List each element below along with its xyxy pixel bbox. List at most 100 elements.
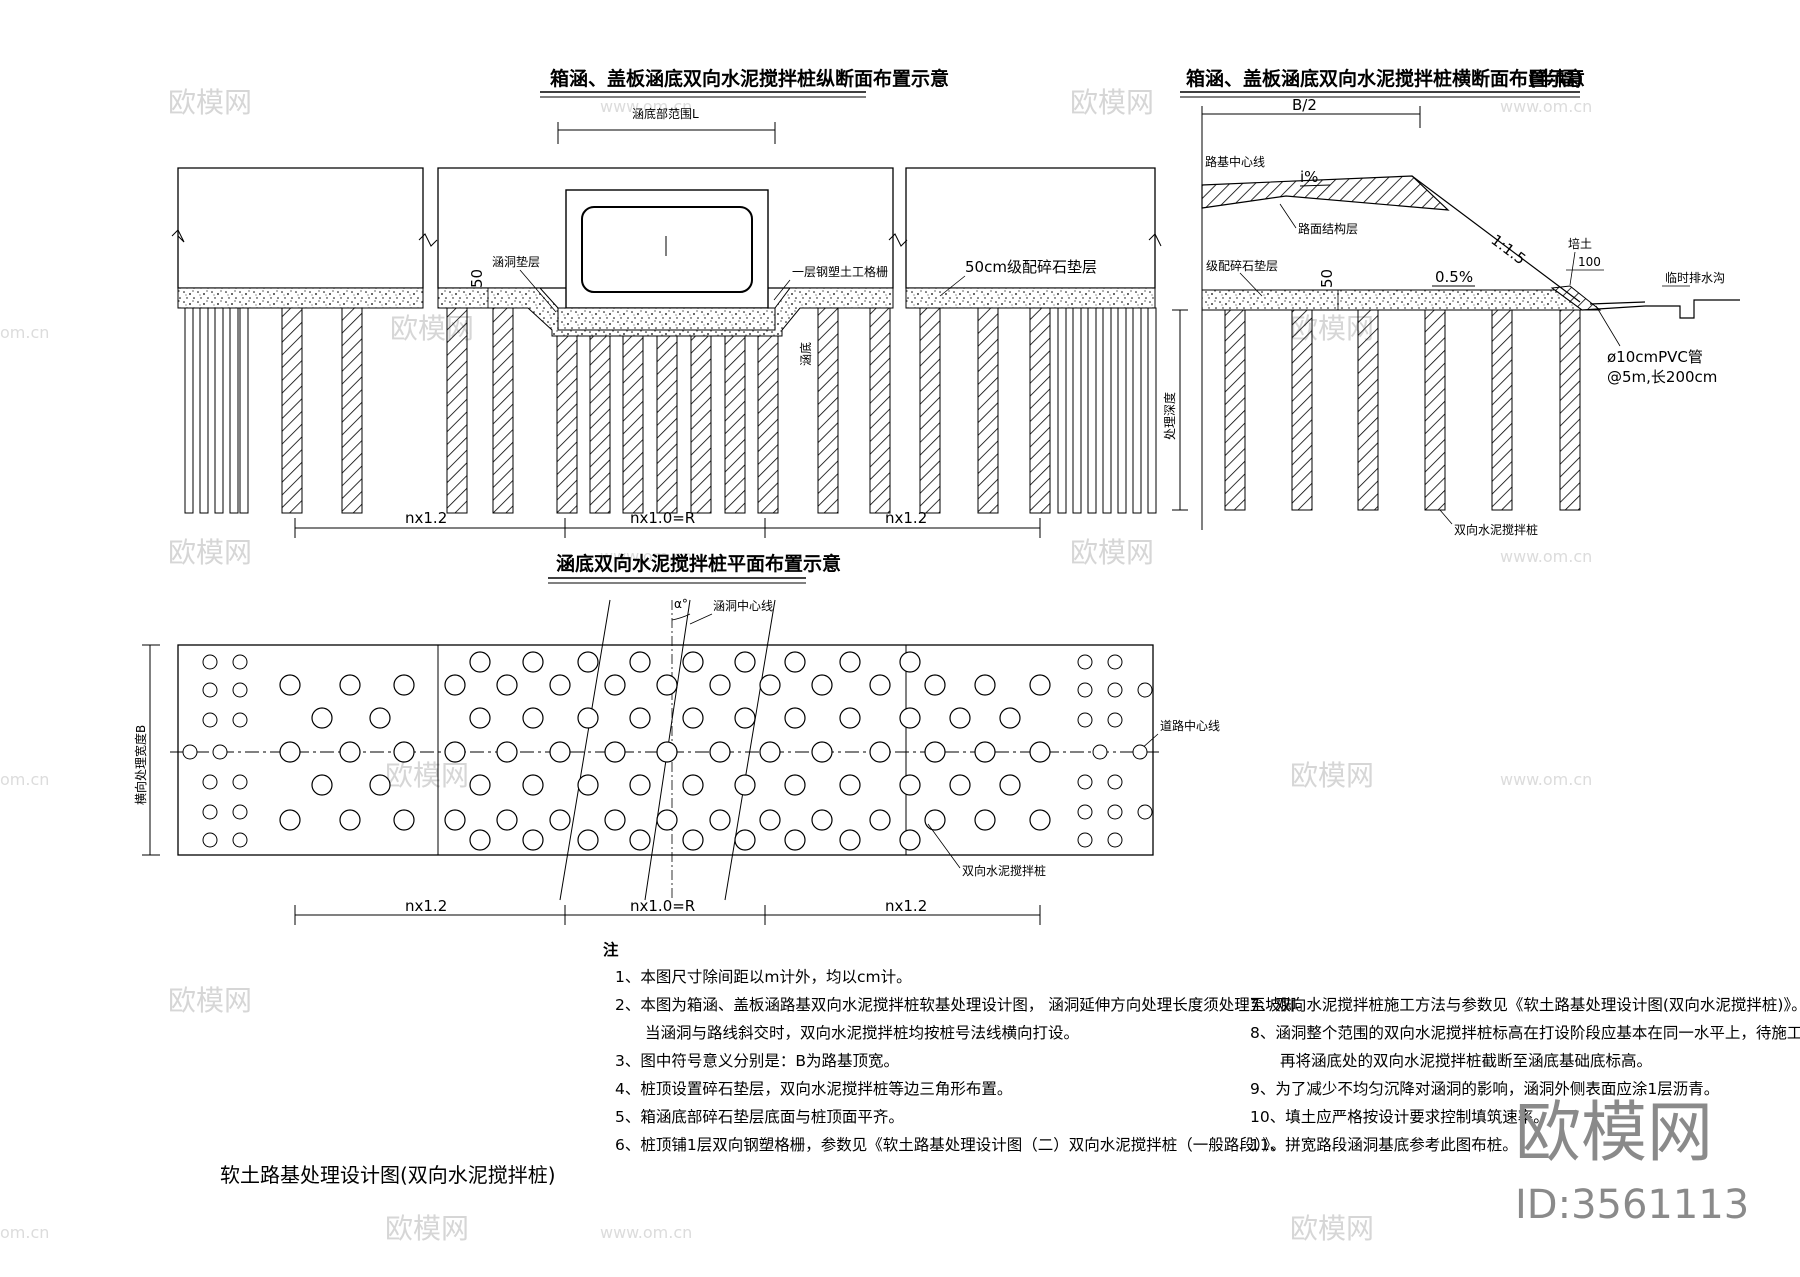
plan-pile — [202, 682, 218, 698]
watermark-layer: 欧模网欧模网欧模网欧模网欧模网欧模网欧模网欧模网欧模网欧模网欧模网www.om.… — [0, 86, 1592, 1245]
plan-pile — [734, 829, 756, 851]
plan-pile — [899, 707, 921, 729]
plan-pile — [444, 741, 466, 763]
brand-watermark: 欧模网 — [1515, 1094, 1713, 1171]
gravel-layer-label: 50cm级配碎石垫层 — [965, 258, 1097, 276]
watermark-url: www.om.cn — [1500, 547, 1592, 566]
plan-title: 涵底双向水泥搅拌桩平面布置示意 — [556, 552, 841, 575]
plan-pile — [393, 674, 415, 696]
plan-pile — [369, 774, 391, 796]
plan-pile — [339, 741, 361, 763]
watermark-url-partial: om.cn — [0, 770, 49, 789]
plan-pile — [279, 741, 301, 763]
plan-pile — [577, 829, 599, 851]
plan-pile — [1137, 804, 1153, 820]
plan-pile — [311, 774, 333, 796]
plan-pile — [496, 809, 518, 831]
plan-pile — [469, 707, 491, 729]
cement-mixing-pile — [1357, 309, 1379, 511]
longitudinal-section: 箱涵、盖板涵底双向水泥搅拌桩纵断面布置示意 涵底部范围L 涵洞垫层 一层钢塑土工… — [171, 67, 1162, 538]
plan-pile — [393, 809, 415, 831]
plan-pile — [1077, 804, 1093, 820]
plan-pile — [811, 674, 833, 696]
cement-mixing-pile — [1291, 309, 1313, 511]
temporary-drain-label: 临时排水沟 — [1665, 271, 1725, 285]
plan-pile — [656, 809, 678, 831]
plan-pile — [232, 774, 248, 790]
plan-pile — [1029, 741, 1051, 763]
plan-pile — [604, 674, 626, 696]
untreated-pile — [1117, 307, 1127, 514]
plan-pile — [369, 707, 391, 729]
note-6: 6、桩顶铺1层双向钢塑格栅，参数见《软土路基处理设计图（二）双向水泥搅拌桩（一般… — [615, 1136, 1286, 1154]
plan-pile — [444, 674, 466, 696]
plan-pile — [709, 674, 731, 696]
note-11: 11、拼宽路段涵洞基底参考此图布桩。 — [1250, 1136, 1518, 1154]
cement-mixing-pile — [757, 335, 779, 514]
plan-pile — [949, 774, 971, 796]
treatment-depth-label: 处理深度 — [1162, 392, 1177, 440]
long-dim-left: nx1.2 — [405, 509, 447, 527]
plan-pile — [682, 774, 704, 796]
plan-pile — [279, 674, 301, 696]
plan-pile — [522, 651, 544, 673]
plan-pile — [522, 774, 544, 796]
plan-dim-right: nx1.2 — [885, 897, 927, 915]
long-dim-right: nx1.2 — [885, 509, 927, 527]
long-dim-middle: nx1.0=R — [630, 509, 695, 527]
plan-pile — [1092, 744, 1108, 760]
notes-heading: 注 — [603, 940, 619, 959]
plan-view: 涵底双向水泥搅拌桩平面布置示意 道路中心线 横向处理宽度B α° 涵洞中心线 双… — [133, 552, 1220, 925]
watermark-text: 欧模网 — [385, 759, 469, 792]
plan-pile — [899, 651, 921, 673]
plan-pile — [444, 809, 466, 831]
plan-pile — [949, 707, 971, 729]
cement-mixing-pile — [492, 307, 514, 514]
watermark-url: www.om.cn — [600, 547, 692, 566]
watermark-text: 欧模网 — [168, 86, 252, 119]
plan-pile — [496, 674, 518, 696]
slope-ratio-label: 1:1.5 — [1488, 231, 1530, 269]
cross-title-suffix: (半幅) — [1528, 67, 1583, 90]
watermark-url: www.om.cn — [600, 1223, 692, 1242]
plan-pile — [1029, 674, 1051, 696]
plan-pile — [734, 651, 756, 673]
watermark-url: www.om.cn — [1500, 770, 1592, 789]
note-5: 5、箱涵底部碎石垫层底面与桩顶面平齐。 — [615, 1108, 904, 1126]
plan-pile — [784, 829, 806, 851]
plan-pile — [869, 674, 891, 696]
gravel-thickness-dim: 50 — [468, 269, 486, 288]
plan-pile — [1029, 809, 1051, 831]
watermark-text: 欧模网 — [1070, 86, 1154, 119]
note-3: 3、图中符号意义分别是：B为路基顶宽。 — [615, 1051, 899, 1070]
plan-pile — [232, 682, 248, 698]
watermark-url-partial: om.cn — [0, 323, 49, 342]
culvert-cushion-label: 涵洞垫层 — [492, 254, 540, 269]
plan-pile — [1107, 804, 1123, 820]
plan-pile — [232, 654, 248, 670]
watermark-text: 欧模网 — [168, 984, 252, 1017]
plan-pile — [811, 741, 833, 763]
cement-mixing-pile — [977, 307, 999, 514]
plan-pile — [202, 712, 218, 728]
watermark-url: www.om.cn — [1500, 97, 1592, 116]
cement-mixing-pile — [919, 307, 941, 514]
cement-mixing-pile — [589, 335, 611, 514]
note-10: 10、填土应严格按设计要求控制填筑速率。 — [1250, 1107, 1549, 1126]
plan-pile — [811, 809, 833, 831]
plan-pile — [279, 809, 301, 831]
watermark-url-partial: om.cn — [0, 1223, 49, 1242]
plan-pile — [549, 741, 571, 763]
plan-pile — [682, 829, 704, 851]
plan-pile — [232, 804, 248, 820]
plan-pile — [202, 774, 218, 790]
plan-pile — [629, 829, 651, 851]
plan-pile — [604, 809, 626, 831]
watermark-url: www.om.cn — [600, 97, 692, 116]
plan-pile — [869, 741, 891, 763]
untreated-pile — [1057, 307, 1067, 514]
skew-angle-label: α° — [674, 597, 688, 611]
plan-pile — [549, 674, 571, 696]
plan-pile — [999, 774, 1021, 796]
